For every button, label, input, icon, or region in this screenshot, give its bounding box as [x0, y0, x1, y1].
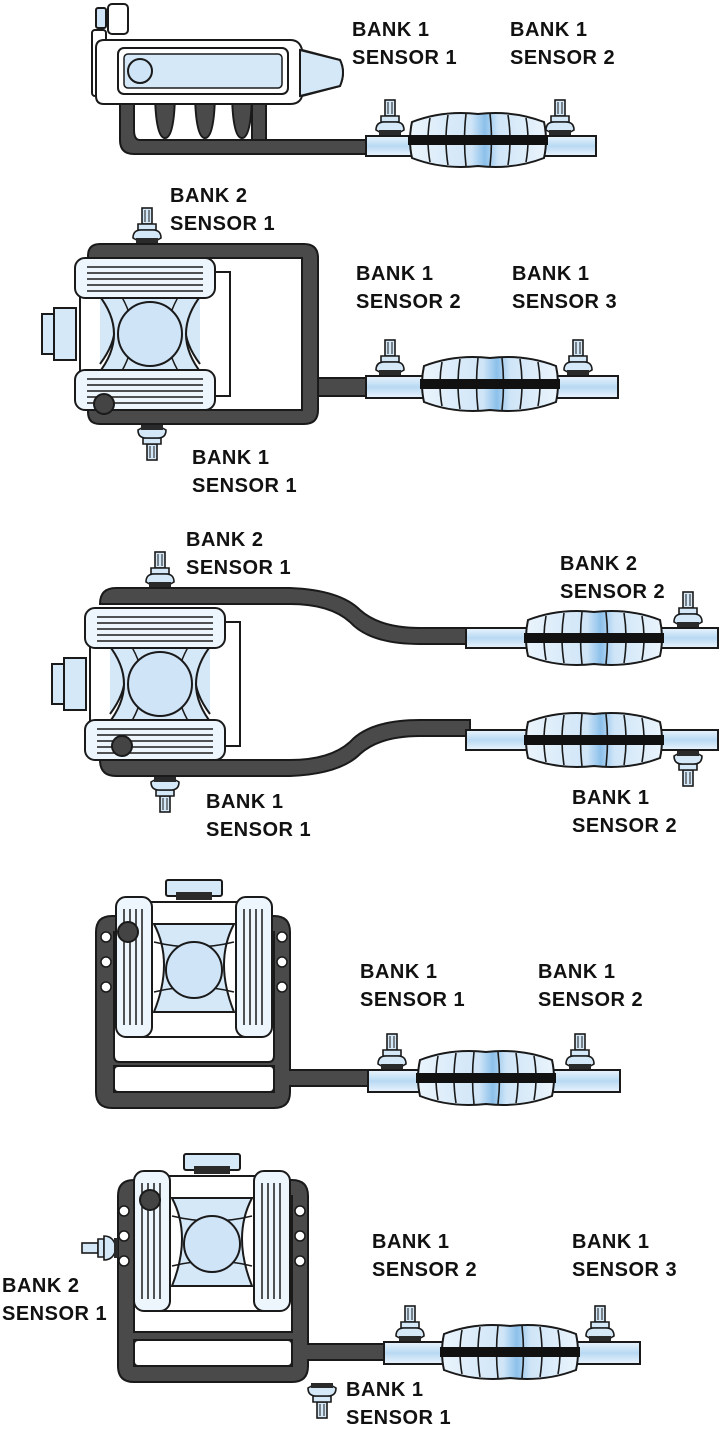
panel-4-v-engine-front-view: BANK 1 SENSOR 1 BANK 1 SENSOR 2 [95, 880, 643, 1109]
catalytic-converter [439, 1324, 581, 1380]
oxygen-sensor-icon [395, 1305, 425, 1342]
panel-3-v-engine-dual-exhaust: BANK 2 SENSOR 1 BANK 2 SENSOR 2 BANK 1 S… [52, 529, 719, 841]
oxygen-sensor-icon [565, 1033, 595, 1070]
panel-2-v-engine-single-exhaust: BANK 2 SENSOR 1 BANK 1 SENSOR 2 BANK 1 S… [42, 185, 619, 497]
sensor-label: BANK 1 SENSOR 2 [538, 961, 643, 1011]
sensor-label: BANK 2 SENSOR 1 [170, 185, 275, 235]
sensor-label: BANK 1 SENSOR 2 [510, 19, 615, 69]
catalytic-converter [415, 1050, 557, 1106]
sensor-label: BANK 1 SENSOR 3 [512, 263, 617, 313]
oxygen-sensor-icon [375, 339, 405, 376]
oxygen-sensor-icon [585, 1305, 615, 1342]
oxygen-sensor-icon [145, 551, 175, 588]
sensor-label: BANK 1 SENSOR 1 [192, 447, 297, 497]
sensor-label: BANK 1 SENSOR 1 [352, 19, 457, 69]
oxygen-sensor-icon [377, 1033, 407, 1070]
sensor-label: BANK 2 SENSOR 2 [560, 553, 665, 603]
catalytic-converter [523, 712, 665, 768]
oxygen-sensor-icon [137, 424, 167, 461]
sensor-label: BANK 1 SENSOR 2 [372, 1231, 477, 1281]
oxygen-sensor-icon [132, 207, 162, 244]
sensor-label: BANK 1 SENSOR 1 [206, 791, 311, 841]
oxygen-sensor-icon [375, 99, 405, 136]
oxygen-sensor-icon [545, 99, 575, 136]
panel-1-inline-engine: BANK 1 SENSOR 1 BANK 1 SENSOR 2 [91, 3, 615, 168]
sensor-label: BANK 1 SENSOR 2 [356, 263, 461, 313]
panel-5-v-engine-front-view: BANK 1 SENSOR 2 BANK 1 SENSOR 3 BANK 2 S… [2, 1154, 677, 1429]
oxygen-sensor-icon [673, 750, 703, 787]
oxygen-sensor-icon [150, 776, 180, 813]
sensor-label: BANK 1 SENSOR 1 [360, 961, 465, 1011]
oxygen-sensor-icon [673, 591, 703, 628]
catalytic-converter [407, 112, 549, 168]
catalytic-converter [523, 610, 665, 666]
oxygen-sensor-icon [81, 1235, 119, 1261]
catalytic-converter [419, 356, 561, 412]
sensor-label: BANK 1 SENSOR 3 [572, 1231, 677, 1281]
oxygen-sensor-icon [307, 1382, 337, 1419]
sensor-label: BANK 1 SENSOR 1 [346, 1379, 451, 1429]
sensor-label: BANK 2 SENSOR 1 [186, 529, 291, 579]
oxygen-sensor-icon [563, 339, 593, 376]
sensor-label: BANK 2 SENSOR 1 [2, 1275, 107, 1325]
sensor-label: BANK 1 SENSOR 2 [572, 787, 677, 837]
